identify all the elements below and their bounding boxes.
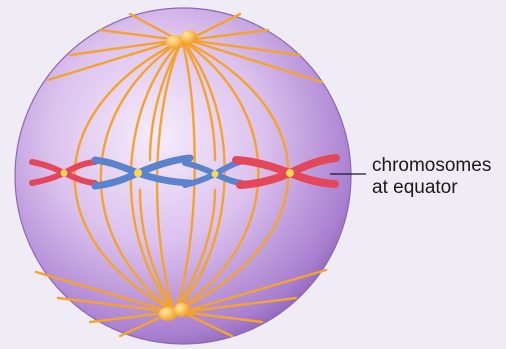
- chromosomes-at-equator-label: chromosomes at equator: [372, 155, 491, 199]
- label-line-1: chromosomes: [372, 155, 491, 177]
- label-line-2: at equator: [372, 177, 491, 199]
